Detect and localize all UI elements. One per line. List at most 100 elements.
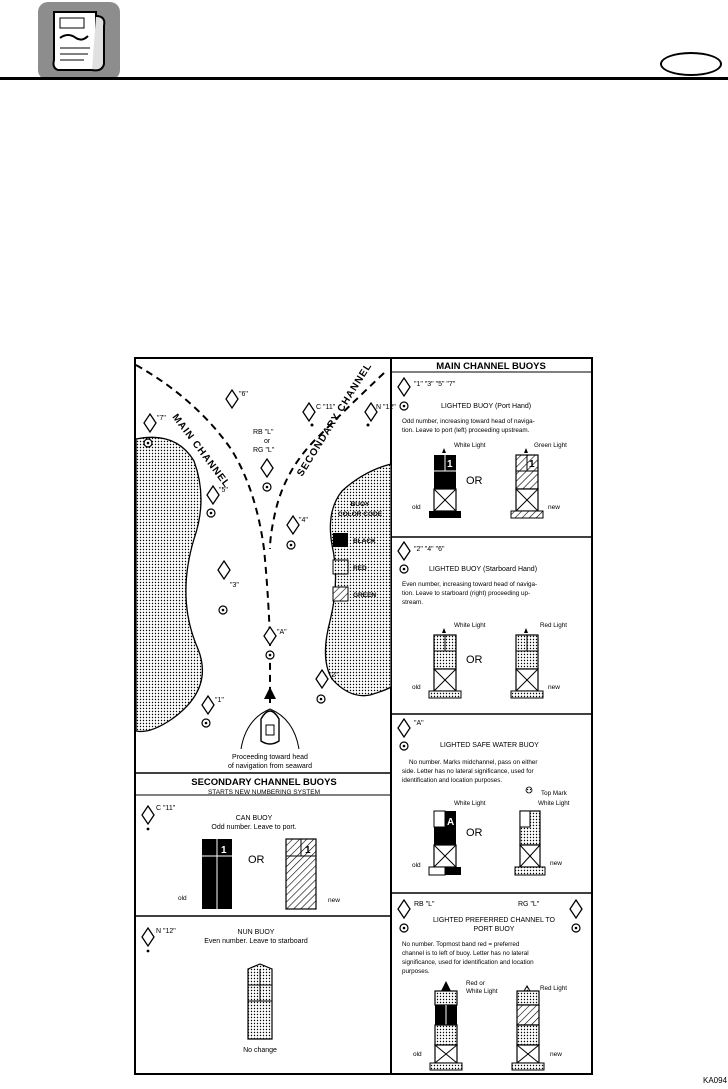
svg-text:"1": "1" <box>215 697 224 704</box>
svg-text:new: new <box>550 1051 562 1058</box>
color-code-black: BLACK <box>353 538 376 545</box>
svg-text:"7": "7" <box>157 415 166 422</box>
map-or-label: or <box>264 438 271 445</box>
svg-text:OR: OR <box>466 654 483 666</box>
map-buoy-2: "2" <box>316 670 338 703</box>
svg-text:old: old <box>412 504 421 511</box>
map-rb-label: RB "L" <box>253 429 274 436</box>
svg-text:Odd number. Leave to port.: Odd number. Leave to port. <box>211 824 296 831</box>
main-buoys-title: MAIN CHANNEL BUOYS <box>436 361 546 372</box>
svg-text:Odd number, increasing toward: Odd number, increasing toward head of na… <box>402 418 535 425</box>
svg-text:"A": "A" <box>414 720 424 727</box>
svg-text:old: old <box>412 862 421 869</box>
svg-text:LIGHTED PREFERRED CHANNEL TO: LIGHTED PREFERRED CHANNEL TO <box>433 917 556 924</box>
swatch-red <box>333 560 348 574</box>
booklet-icon <box>38 2 120 80</box>
svg-text:"A": "A" <box>277 629 287 636</box>
buoy-figure: MAIN CHANNEL SECONDARY CHANNEL "6" "7" C… <box>134 357 593 1075</box>
svg-text:"5": "5" <box>219 487 228 494</box>
svg-text:LIGHTED BUOY (Port Hand): LIGHTED BUOY (Port Hand) <box>441 403 531 410</box>
secondary-title: SECONDARY CHANNEL BUOYS <box>191 777 337 788</box>
svg-text:No number. Topmost band red =: No number. Topmost band red = preferred <box>402 941 520 948</box>
svg-text:Top Mark: Top Mark <box>541 790 568 797</box>
color-code-green: GREEN <box>353 592 376 599</box>
secondary-subtitle: STARTS NEW NUMBERING SYSTEM <box>208 789 320 796</box>
port-hand-section: "1" "3" "5" "7" LIGHTED BUOY (Port Hand)… <box>398 378 567 518</box>
svg-text:N "12": N "12" <box>376 404 396 411</box>
svg-text:C "11": C "11" <box>156 805 176 812</box>
svg-text:Even number. Leave to starboar: Even number. Leave to starboard <box>204 938 308 945</box>
svg-text:A: A <box>447 817 454 828</box>
safe-water-section: "A" LIGHTED SAFE WATER BUOY No number. M… <box>398 719 570 875</box>
svg-text:Even number, increasing toward: Even number, increasing toward head of n… <box>402 581 537 588</box>
boat-icon <box>241 687 299 749</box>
preferred-channel-section: RB "L" RG "L" LIGHTED PREFERRED CHANNEL … <box>398 900 582 1070</box>
page-tab-oval <box>660 52 722 76</box>
secondary-channel-label: SECONDARY CHANNEL <box>295 361 374 479</box>
svg-text:new: new <box>550 860 562 867</box>
map-buoy-3: "3" <box>218 561 239 614</box>
svg-text:Red Light: Red Light <box>540 985 567 992</box>
svg-text:No number. Marks midchannel, p: No number. Marks midchannel, pass on eit… <box>409 759 537 766</box>
map-rg-label: RG "L" <box>253 447 275 454</box>
svg-text:PORT BUOY: PORT BUOY <box>474 926 515 933</box>
svg-text:"1" "3" "5" "7": "1" "3" "5" "7" <box>414 381 456 388</box>
svg-text:new: new <box>548 504 560 511</box>
boat-caption-1: Proceeding toward head <box>232 754 308 761</box>
svg-text:N "12": N "12" <box>156 928 176 935</box>
svg-text:"2" "4" "6": "2" "4" "6" <box>414 546 445 553</box>
svg-text:channel is to left of buoy. Le: channel is to left of buoy. Letter has n… <box>402 950 529 957</box>
svg-text:White Light: White Light <box>466 988 498 995</box>
map-buoy-4: "4" <box>287 516 308 549</box>
color-code-title-2: COLOR CODE <box>338 511 383 518</box>
swatch-green <box>333 587 348 601</box>
svg-text:new: new <box>328 897 340 904</box>
svg-text:significance, used for identif: significance, used for identification an… <box>402 959 534 966</box>
svg-text:NUN BUOY: NUN BUOY <box>238 929 275 936</box>
svg-text:"6": "6" <box>239 391 248 398</box>
svg-text:White Light: White Light <box>454 800 486 807</box>
map-buoy-6: "6" <box>226 390 248 408</box>
svg-text:old: old <box>412 684 421 691</box>
map-buoy-rb-rg <box>261 459 273 491</box>
svg-text:LIGHTED SAFE WATER BUOY: LIGHTED SAFE WATER BUOY <box>440 742 539 749</box>
svg-text:identification and location pu: identification and location purposes. <box>402 777 502 784</box>
svg-text:White Light: White Light <box>538 800 570 807</box>
svg-text:1: 1 <box>305 845 311 856</box>
svg-text:purposes.: purposes. <box>402 968 430 975</box>
svg-text:"4": "4" <box>299 517 308 524</box>
svg-text:tion. Leave to port (left) pro: tion. Leave to port (left) proceeding up… <box>402 427 530 434</box>
can-section: C "11" CAN BUOY Odd number. Leave to por… <box>142 805 340 909</box>
color-code-title-1: BUOY <box>351 501 370 508</box>
svg-text:1: 1 <box>529 459 535 470</box>
svg-text:Green Light: Green Light <box>534 442 567 449</box>
svg-text:tion. Leave to starboard (righ: tion. Leave to starboard (right) proceed… <box>402 590 530 597</box>
map-buoy-a: "A" <box>264 627 287 659</box>
svg-text:No change: No change <box>243 1047 277 1054</box>
color-code-red: RED <box>353 565 367 572</box>
boat-caption-2: of navigation from seaward <box>228 763 312 770</box>
svg-text:OR: OR <box>466 827 483 839</box>
manual-logo <box>38 2 120 80</box>
svg-text:RG "L": RG "L" <box>518 901 540 908</box>
svg-text:White Light: White Light <box>454 622 486 629</box>
svg-text:OR: OR <box>466 475 483 487</box>
swatch-black <box>333 533 348 547</box>
svg-text:LIGHTED BUOY (Starboard Hand): LIGHTED BUOY (Starboard Hand) <box>429 566 537 573</box>
buoy-diagram: MAIN CHANNEL SECONDARY CHANNEL "6" "7" C… <box>136 359 591 1073</box>
svg-text:Red Light: Red Light <box>540 622 567 629</box>
svg-text:"3": "3" <box>230 582 239 589</box>
svg-text:C "11": C "11" <box>316 404 336 411</box>
figure-code: KA094 <box>703 1076 727 1085</box>
svg-text:White Light: White Light <box>454 442 486 449</box>
svg-text:old: old <box>178 895 187 902</box>
svg-text:1: 1 <box>221 845 227 856</box>
svg-text:OR: OR <box>248 854 265 866</box>
svg-text:old: old <box>413 1051 422 1058</box>
header-rule <box>0 77 728 80</box>
svg-text:"2": "2" <box>329 672 338 679</box>
svg-text:CAN BUOY: CAN BUOY <box>236 815 273 822</box>
svg-text:RB "L": RB "L" <box>414 901 435 908</box>
svg-text:new: new <box>548 684 560 691</box>
svg-text:1: 1 <box>447 459 453 470</box>
